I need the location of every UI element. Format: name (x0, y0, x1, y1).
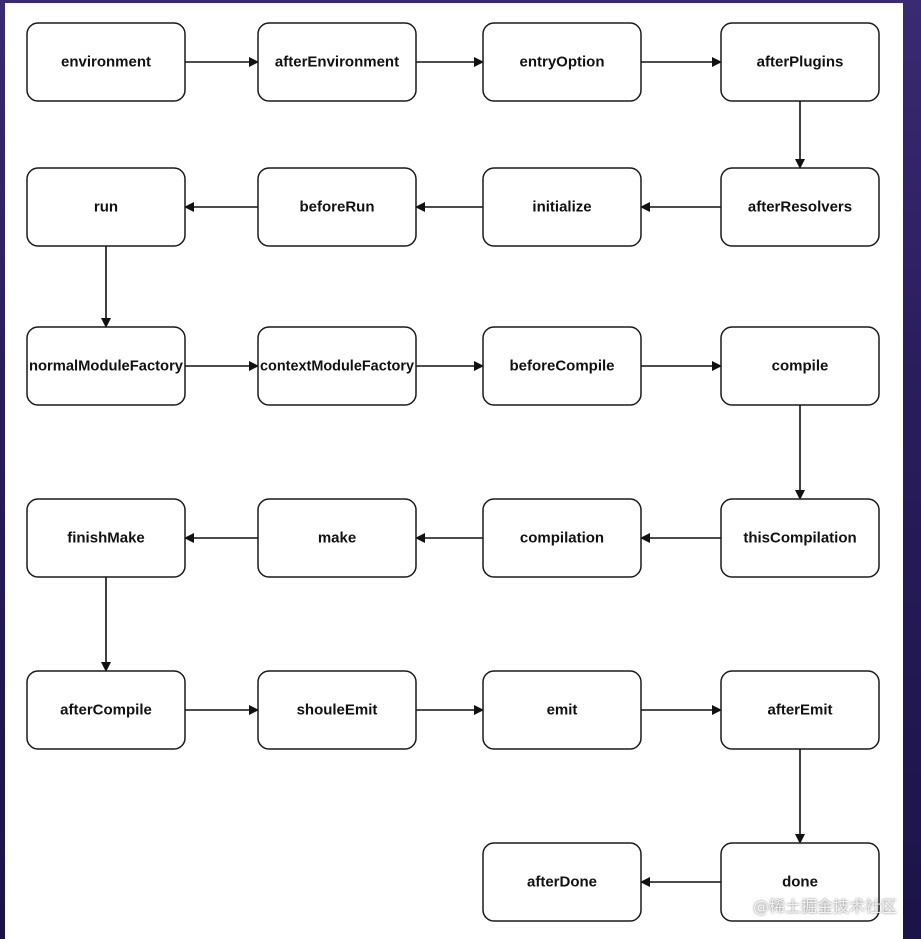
node-label: contextModuleFactory (260, 358, 415, 375)
node-afterPlugins: afterPlugins (720, 22, 880, 102)
node-box (257, 167, 417, 247)
node-run: run (26, 167, 186, 247)
node-beforeCompile: beforeCompile (482, 326, 642, 406)
node-emit: emit (482, 670, 642, 750)
node-compile: compile (720, 326, 880, 406)
node-box (482, 498, 642, 578)
node-box (482, 326, 642, 406)
node-normalModuleFactory: normalModuleFactory (26, 326, 186, 406)
node-box (26, 22, 186, 102)
node-afterEnvironment: afterEnvironment (257, 22, 417, 102)
node-afterDone: afterDone (482, 842, 642, 922)
node-make: make (257, 498, 417, 578)
node-box (26, 498, 186, 578)
node-environment: environment (26, 22, 186, 102)
node-label: afterCompile (60, 702, 152, 719)
node-box (482, 670, 642, 750)
node-label: afterEnvironment (275, 54, 399, 71)
node-compilation: compilation (482, 498, 642, 578)
node-label: done (782, 874, 818, 891)
node-box (720, 22, 880, 102)
node-label: compilation (520, 530, 604, 547)
node-afterEmit: afterEmit (720, 670, 880, 750)
node-label: compile (772, 358, 829, 375)
node-box (482, 167, 642, 247)
node-entryOption: entryOption (482, 22, 642, 102)
node-box (482, 22, 642, 102)
node-finishMake: finishMake (26, 498, 186, 578)
node-box (257, 498, 417, 578)
node-beforeRun: beforeRun (257, 167, 417, 247)
node-label: beforeRun (300, 199, 375, 216)
node-box (26, 670, 186, 750)
node-done: done (720, 842, 880, 922)
node-contextModuleFactory: contextModuleFactory (257, 326, 417, 406)
diagram-canvas (5, 3, 903, 939)
node-label: afterResolvers (748, 199, 852, 216)
watermark: @稀土掘金技术社区 (752, 897, 897, 916)
node-label: beforeCompile (509, 358, 614, 375)
node-box (720, 167, 880, 247)
node-box (26, 326, 186, 406)
node-label: initialize (532, 199, 591, 216)
node-label: afterDone (527, 874, 597, 891)
node-initialize: initialize (482, 167, 642, 247)
node-box (257, 326, 417, 406)
node-label: run (94, 199, 118, 216)
node-label: afterPlugins (757, 54, 844, 71)
node-label: environment (61, 54, 151, 71)
node-afterCompile: afterCompile (26, 670, 186, 750)
node-box (720, 498, 880, 578)
node-label: thisCompilation (743, 530, 856, 547)
node-box (257, 22, 417, 102)
node-box (257, 670, 417, 750)
node-box (482, 842, 642, 922)
node-box (720, 670, 880, 750)
node-label: make (318, 530, 356, 547)
node-label: afterEmit (767, 702, 832, 719)
node-box (720, 842, 880, 922)
node-thisCompilation: thisCompilation (720, 498, 880, 578)
node-label: finishMake (67, 530, 145, 547)
node-label: emit (547, 702, 578, 719)
node-box (720, 326, 880, 406)
node-box (26, 167, 186, 247)
node-label: normalModuleFactory (29, 358, 184, 375)
node-label: shouleEmit (297, 702, 378, 719)
node-label: entryOption (520, 54, 605, 71)
node-shouleEmit: shouleEmit (257, 670, 417, 750)
node-afterResolvers: afterResolvers (720, 167, 880, 247)
